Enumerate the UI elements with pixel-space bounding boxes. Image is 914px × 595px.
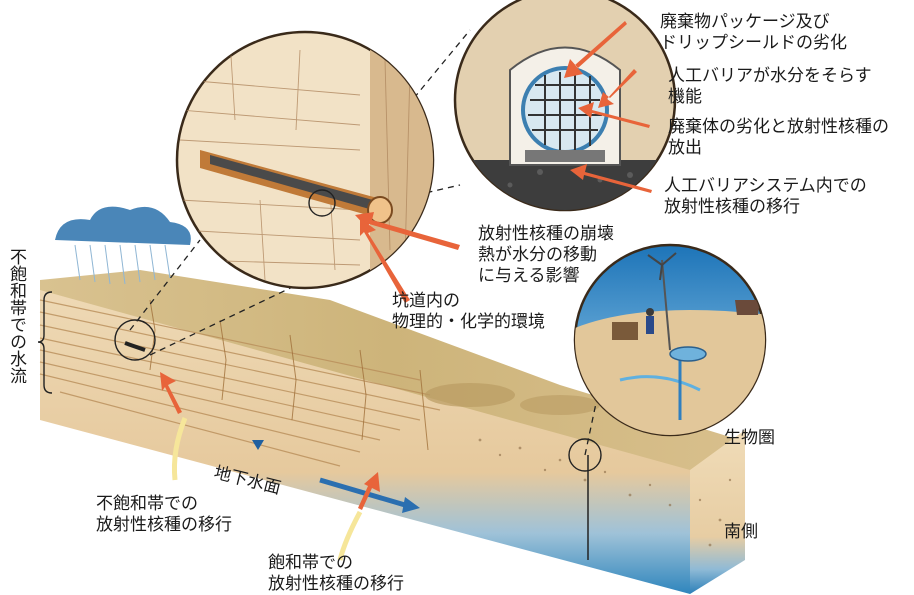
label-unsaturated-flow: 不飽和帯での水流 <box>6 248 26 384</box>
block-front-face <box>40 290 690 594</box>
groundwater-flow-arrow <box>319 477 406 508</box>
biosphere-well-marker <box>568 438 602 472</box>
label-south-side: 南側 <box>724 522 758 542</box>
block-end-face <box>690 430 745 594</box>
biosphere-closeup-circle <box>573 243 767 437</box>
rock-strata <box>39 299 441 467</box>
label-biosphere: 生物圏 <box>724 428 775 448</box>
alluvium-speckle <box>478 438 732 547</box>
label-ebs-transport: 人工バリアシステム内での 放射性核種の移行 <box>664 176 867 217</box>
label-waste-form-degradation: 廃棄体の劣化と放射性核種の 放出 <box>668 117 889 158</box>
label-saturated-transport: 飽和帯での 放射性核種の移行 <box>268 553 404 594</box>
geologic-block <box>39 270 745 594</box>
rock-fractures <box>149 299 429 451</box>
label-decay-heat-effect: 放射性核種の崩壊 熱が水分の移動 に与える影響 <box>478 224 614 286</box>
rain-cloud-icon <box>55 206 191 285</box>
label-drift-environment: 坑道内の 物理的・化学的環境 <box>392 291 545 332</box>
label-unsaturated-transport: 不飽和帯での 放射性核種の移行 <box>96 494 232 535</box>
label-waste-package-degradation: 廃棄物パッケージ及び ドリップシールドの劣化 <box>660 12 847 53</box>
unsaturated-zone-bracket <box>37 291 53 394</box>
water-table-marker <box>252 440 264 450</box>
orange-process-arrows <box>160 21 652 510</box>
repository-drift-marker <box>114 319 156 361</box>
label-engineered-barrier-diversion: 人工バリアが水分をそらす 機能 <box>668 66 872 107</box>
waste-package-closeup-circle <box>453 0 677 212</box>
drift-closeup-circle <box>175 30 435 290</box>
